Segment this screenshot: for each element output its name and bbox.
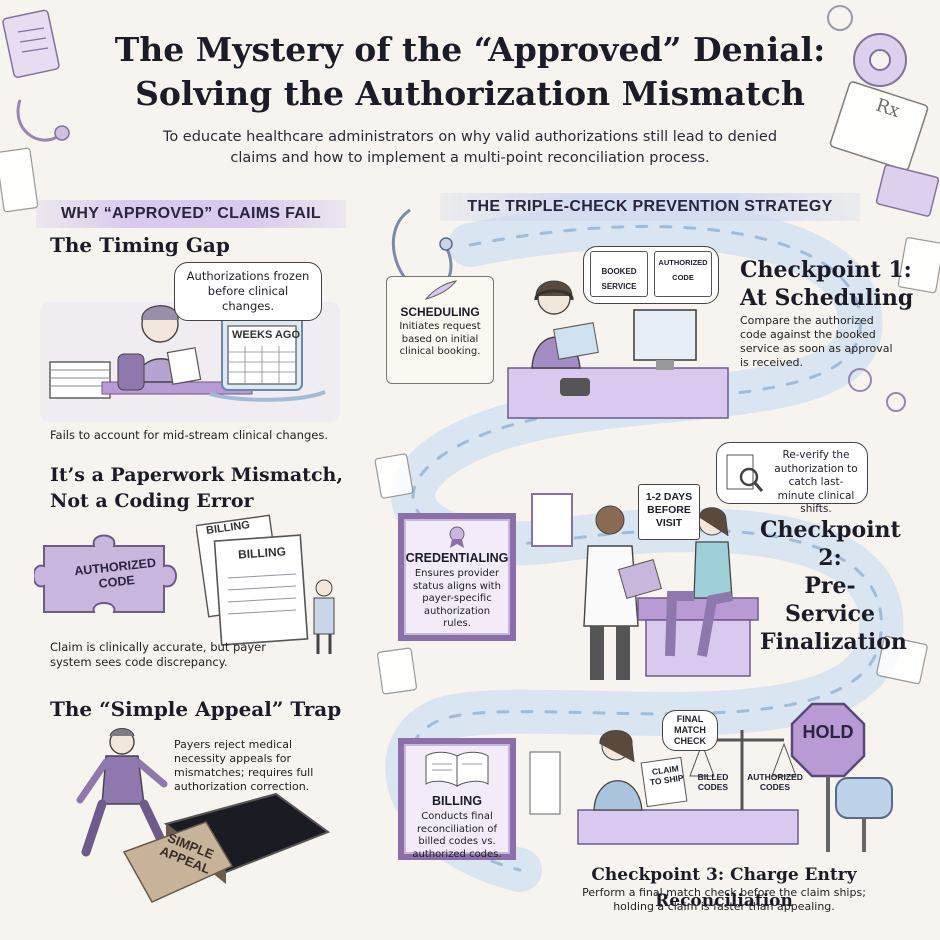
simple-appeal-caption: Payers reject medical necessity appeals …	[174, 738, 314, 793]
checkpoint1-desc: Compare the authorized code against the …	[740, 314, 893, 369]
paperwork-heading-line-2: Not a Coding Error	[50, 490, 254, 512]
checkpoint2-title-line-3: Finalization	[760, 629, 907, 655]
exam-room-illustration	[531, 493, 759, 680]
right-banner: THE TRIPLE-CHECK PREVENTION STRATEGY	[440, 193, 860, 221]
booked-service-card: BOOKED SERVICE	[590, 251, 648, 297]
quill-icon	[424, 280, 458, 300]
magnifier-clipboard-icon	[726, 454, 764, 492]
checkpoint3-desc: Perform a final match check before the c…	[582, 886, 866, 913]
scheduling-scroll: SCHEDULING Initiates request based on in…	[386, 276, 494, 384]
weeks-ago-calendar-label: WEEKS AGO	[232, 329, 301, 341]
checkpoint1-bubble: BOOKED SERVICE AUTHORIZED CODE	[583, 246, 719, 304]
credentialing-frame: CREDENTIALING Ensures provider status al…	[398, 513, 516, 641]
paperwork-caption: Claim is clinically accurate, but payer …	[50, 640, 266, 669]
ledger-book-icon	[425, 751, 489, 787]
authorized-code-card: AUTHORIZED CODE	[654, 251, 712, 297]
page-subtitle: To educate healthcare administrators on …	[162, 129, 778, 166]
billing-documents-illustration	[196, 514, 335, 654]
scheduling-title: SCHEDULING	[400, 305, 480, 319]
ribbon-badge-icon	[449, 526, 465, 548]
scheduler-desk-illustration	[507, 280, 729, 419]
checkpoint3-title: Checkpoint 3: Charge Entry Reconciliatio…	[591, 865, 857, 911]
credentialing-title: CREDENTIALING	[405, 551, 509, 565]
page-title: The Mystery of the “Approved” Denial: So…	[0, 28, 940, 116]
checkpoint1-title: Checkpoint 1: At Scheduling	[740, 256, 913, 312]
timing-gap-illustration	[40, 302, 340, 422]
checkpoint2-title-line-2: Pre-Service	[784, 573, 875, 627]
paperwork-heading-line-1: It’s a Paperwork Mismatch,	[50, 464, 343, 486]
checkpoint2-bubble: Re-verify the authorization to catch las…	[716, 442, 868, 515]
timing-gap-caption: Fails to account for mid-stream clinical…	[50, 428, 328, 442]
scheduling-desc: Initiates request based on initial clini…	[399, 321, 481, 357]
checkpoint1-title-line-1: Checkpoint 1:	[740, 257, 912, 283]
final-match-check-bubble: FINAL MATCH CHECK	[662, 710, 718, 751]
left-banner: WHY “APPROVED” CLAIMS FAIL	[36, 200, 346, 228]
authorized-codes-pan: AUTHORIZED CODES	[747, 772, 803, 792]
checkpoint2-bubble-text: Re-verify the authorization to catch las…	[774, 449, 858, 515]
checkpoint2-title-line-1: Checkpoint 2:	[760, 517, 901, 571]
checkpoint1-title-line-2: At Scheduling	[740, 285, 914, 311]
reconciliation-desk-illustration	[529, 702, 893, 852]
pit-trap-illustration	[76, 728, 331, 903]
hold-sign: HOLD	[802, 722, 854, 742]
puzzle-piece-icon	[34, 534, 177, 613]
credentialing-desc: Ensures provider status aligns with paye…	[413, 568, 501, 629]
title-line-2: Solving the Authorization Mismatch	[135, 74, 805, 113]
timing-gap-heading: The Timing Gap	[50, 233, 230, 257]
checkpoint2-title: Checkpoint 2: Pre-Service Finalization	[760, 516, 907, 656]
title-line-1: The Mystery of the “Approved” Denial:	[114, 30, 826, 69]
timing-gap-bubble: Authorizations frozen before clinical ch…	[174, 262, 322, 321]
simple-appeal-heading: The “Simple Appeal” Trap	[50, 697, 342, 721]
billing-desc: Conducts final reconciliation of billed …	[412, 811, 502, 860]
one-two-days-calendar: 1-2 DAYS BEFORE VISIT	[638, 484, 700, 540]
billed-codes-pan: BILLED CODES	[697, 772, 729, 792]
billing-title: BILLING	[432, 794, 482, 808]
paperwork-mismatch-heading: It’s a Paperwork Mismatch, Not a Coding …	[50, 462, 343, 514]
billing-frame: BILLING Conducts final reconciliation of…	[398, 738, 516, 860]
